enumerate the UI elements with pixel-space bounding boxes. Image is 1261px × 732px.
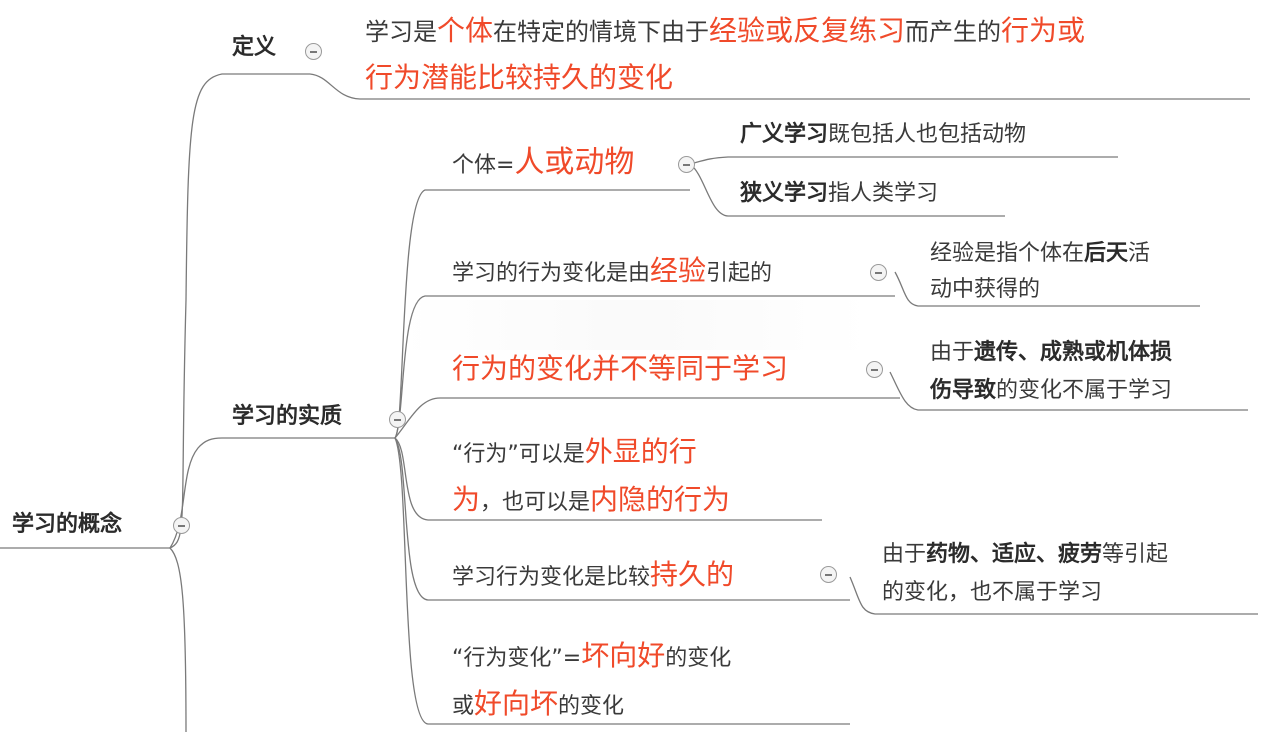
link-root-down [169,547,187,732]
essence-item-experience[interactable]: 学习的行为变化是由经验引起的 [452,254,773,287]
link-sub-narrow [689,163,1005,217]
collapse-toggle-icon[interactable] [305,43,322,60]
essence-item-behavior-types[interactable]: “行为”可以是外显的行 为，也可以是内隐的行为 [452,435,731,516]
essence-label[interactable]: 学习的实质 [232,404,343,429]
sub-narrow-learning[interactable]: 狭义学习指人类学习 [740,181,939,206]
collapse-toggle-icon[interactable] [820,566,837,583]
link-sub-experience [894,271,1200,307]
collapse-toggle-icon[interactable] [389,411,406,428]
sub-drugs-note[interactable]: 由于药物、适应、疲劳等引起 的变化，也不属于学习 [882,542,1169,605]
essence-item-direction[interactable]: “行为变化”=坏向好的变化 或好向坏的变化 [452,639,732,720]
collapse-toggle-icon[interactable] [173,517,190,534]
collapse-toggle-icon[interactable] [678,156,695,173]
collapse-toggle-icon[interactable] [866,361,883,378]
link-sub-heredity [889,371,1248,411]
definition-line-1: 学习是个体在特定的情境下由于经验或反复练习而产生的行为或 [365,14,1086,47]
sub-experience-note[interactable]: 经验是指个体在后天活 动中获得的 [930,241,1151,302]
watermark-band [400,300,870,350]
link-item-5 [394,437,850,601]
link-root-definition [169,73,310,549]
essence-item-not-equal[interactable]: 行为的变化并不等同于学习 [452,352,789,385]
link-item-6 [394,437,850,725]
link-sub-broad [689,156,1118,165]
root-node[interactable]: 学习的概念 [12,510,122,540]
root-label: 学习的概念 [12,512,123,537]
definition-underline [309,73,1250,100]
link-item-4 [394,437,822,521]
link-sub-drugs [849,576,1258,615]
collapse-toggle-icon[interactable] [870,264,887,281]
definition-label[interactable]: 定义 [232,35,277,60]
definition-text: 学习是个体在特定的情境下由于经验或反复练习而产生的行为或 行为潜能比较持久的变化 [365,8,1085,101]
link-root-essence [169,437,395,549]
link-item-3 [394,397,900,439]
definition-line-2: 行为潜能比较持久的变化 [365,61,674,94]
essence-item-individual[interactable]: 个体=人或动物 [452,145,635,180]
sub-broad-learning[interactable]: 广义学习既包括人也包括动物 [740,122,1027,147]
sub-heredity-note[interactable]: 由于遗传、成熟或机体损 伤导致的变化不属于学习 [930,340,1173,403]
essence-item-durable[interactable]: 学习行为变化是比较持久的 [452,558,735,591]
